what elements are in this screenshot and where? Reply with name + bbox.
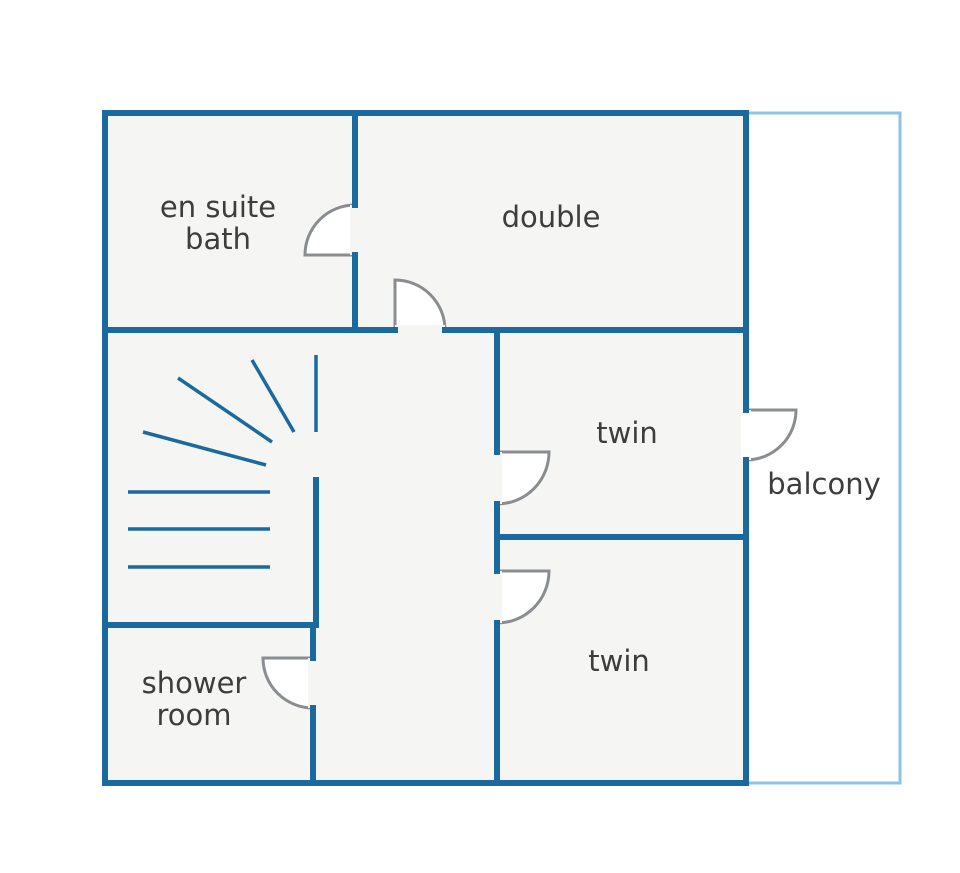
label-en-suite-line2: bath xyxy=(185,222,251,256)
label-twin-lower: twin xyxy=(588,644,650,678)
stair-tread xyxy=(142,430,267,467)
stair-tread xyxy=(250,359,296,433)
door-shower xyxy=(261,656,315,710)
label-double: double xyxy=(502,200,601,234)
door-twin-upper xyxy=(495,450,551,506)
floor-area xyxy=(105,113,746,783)
door-double xyxy=(393,278,447,332)
label-en-suite-line1: en suite xyxy=(160,190,276,224)
label-balcony: balcony xyxy=(767,467,880,501)
label-shower-line1: shower xyxy=(142,666,247,700)
door-balcony xyxy=(744,408,798,462)
door-en-suite xyxy=(303,203,357,257)
door-twin-lower xyxy=(495,569,551,625)
doors xyxy=(261,203,798,710)
staircase xyxy=(128,355,318,569)
label-twin-upper: twin xyxy=(596,416,658,450)
stair-tread xyxy=(177,376,273,444)
label-shower-line2: room xyxy=(156,698,231,732)
walls xyxy=(102,110,749,786)
door-openings xyxy=(308,205,751,708)
